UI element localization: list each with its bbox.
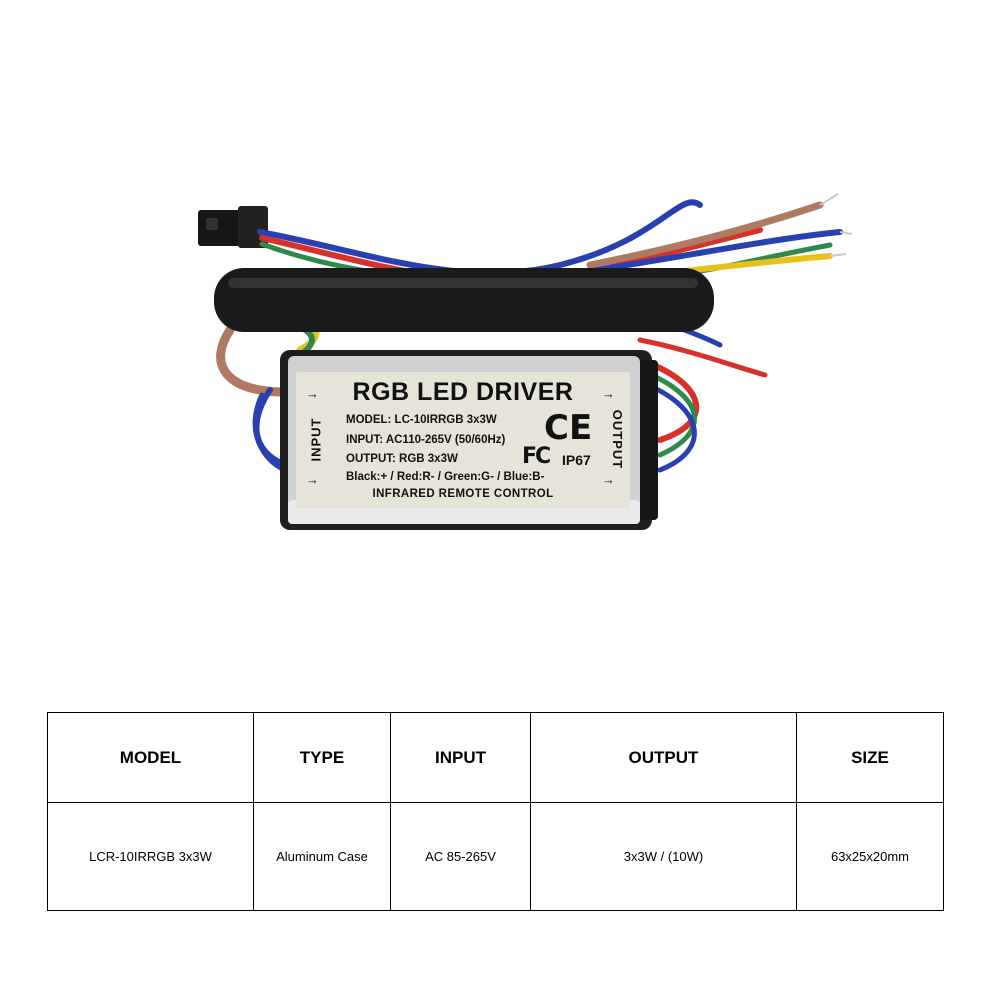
label-side-input: INPUT [308,417,324,462]
label-model: MODEL: LC-10IRRGB 3x3W [346,414,497,426]
ip-rating: IP67 [562,452,591,468]
cell-model: LCR-10IRRGB 3x3W [47,802,254,911]
arrow-right-icon: → [602,472,615,487]
arrow-right-icon: → [306,472,319,487]
cell-output: 3x3W / (10W) [530,802,797,911]
wire-bundle [216,199,843,473]
spec-table: MODEL TYPE INPUT OUTPUT SIZE LCR-10IRRGB… [47,712,944,911]
header-output: OUTPUT [530,712,797,803]
table-header-row: MODEL TYPE INPUT OUTPUT SIZE [47,712,944,803]
label-output: OUTPUT: RGB 3x3W [346,453,458,465]
label-input: INPUT: AC110-265V (50/60Hz) [346,434,506,446]
product-photo: RGB LED DRIVER MODEL: LC-10IRRGB 3x3W IN… [198,193,853,530]
cell-size: 63x25x20mm [796,802,944,911]
black-sleeve [214,268,714,332]
label-title: RGB LED DRIVER [352,378,574,406]
cell-input: AC 85-265V [390,802,531,911]
arrow-right-icon: → [306,386,319,401]
fc-mark-icon: FC [522,444,551,469]
cell-type: Aluminum Case [253,802,391,911]
label-wiring: Black:+ / Red:R- / Green:G- / Blue:B- [346,471,545,483]
ce-mark-icon: CE [544,408,593,448]
header-model: MODEL [47,712,254,803]
connector-plug [198,206,268,248]
header-type: TYPE [253,712,391,803]
arrow-right-icon: → [602,386,615,401]
product-label: RGB LED DRIVER MODEL: LC-10IRRGB 3x3W IN… [296,372,630,508]
wire-tips [819,193,853,257]
header-size: SIZE [796,712,944,803]
table-row: LCR-10IRRGB 3x3W Aluminum Case AC 85-265… [47,802,944,911]
label-remote: INFRARED REMOTE CONTROL [372,488,554,500]
led-driver-illustration [198,193,853,530]
label-side-output: OUTPUT [610,409,626,470]
header-input: INPUT [390,712,531,803]
